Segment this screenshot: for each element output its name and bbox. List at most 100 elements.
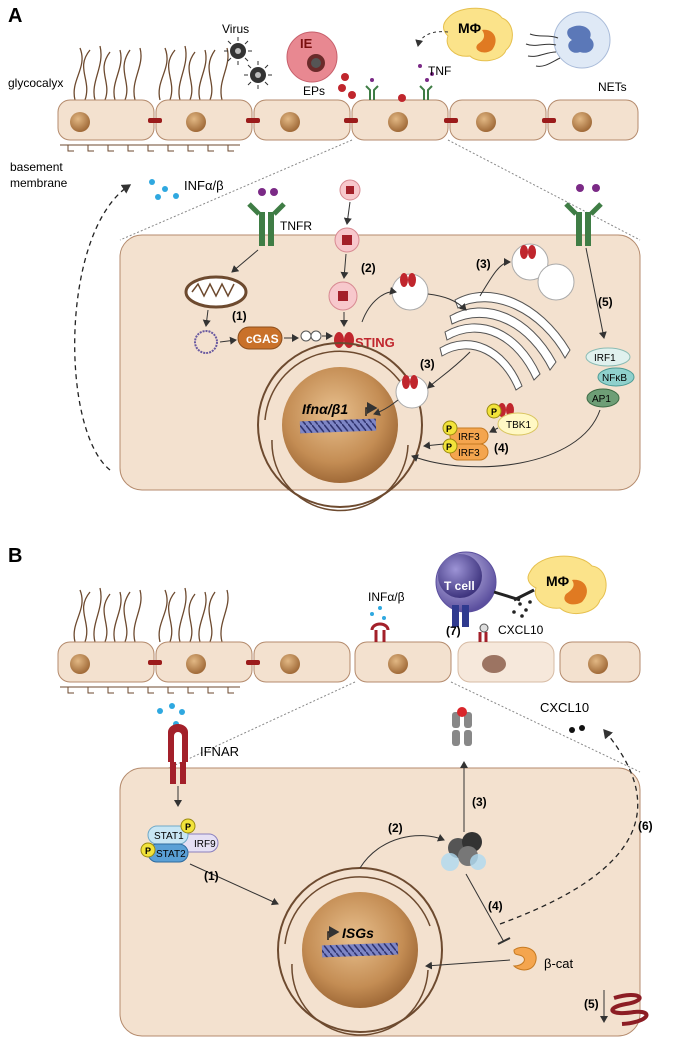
cell-a6 <box>547 99 639 141</box>
golgi-apparatus <box>439 291 571 391</box>
ie-label: IE <box>300 36 313 51</box>
basement-label-2: membrane <box>10 176 68 190</box>
step-b7: (7) <box>446 624 461 638</box>
interferon-dots-a <box>149 179 179 200</box>
tnfr-receptor <box>247 188 286 246</box>
step-b6: (6) <box>638 819 653 833</box>
nucleus-b <box>277 867 443 1036</box>
golgi-arrows <box>361 258 511 416</box>
trafficking-vesicles <box>391 243 575 417</box>
zoom-lines-a <box>119 139 641 241</box>
tcell-label: T cell <box>444 579 475 593</box>
cxcl10-label: CXCL10 <box>540 700 589 715</box>
macrophage-secretion-arrow <box>415 31 449 47</box>
tbk1-p: P <box>491 407 497 417</box>
inf-label-b-small: INFα/β <box>368 590 405 604</box>
beta-catenin <box>512 946 537 971</box>
step-b1: (1) <box>204 869 219 883</box>
glycocalyx-hairs-b <box>73 587 229 643</box>
step-a3-top: (3) <box>476 257 491 271</box>
tnfr-receptor-right <box>564 184 603 246</box>
virus-label: Virus <box>222 22 249 36</box>
extracellular-particles <box>338 73 406 102</box>
panel-a-label: A <box>8 5 22 27</box>
degraded-protein <box>610 993 649 1026</box>
step-b5: (5) <box>584 997 599 1011</box>
zoom-lines-b <box>159 681 641 773</box>
cxcl10-label-small: CXCL10 <box>498 623 544 637</box>
step-b3: (3) <box>472 795 487 809</box>
ifnar-receptor <box>157 703 188 784</box>
ifnar-surface <box>370 606 390 642</box>
cxcl10-dots <box>569 725 585 733</box>
tbk1-complex <box>486 403 539 436</box>
irf9-label: IRF9 <box>194 839 216 850</box>
mtdna <box>194 330 218 354</box>
tnf-receptors-surface <box>365 85 433 100</box>
neutrophil-nets <box>525 11 611 69</box>
cell-a3 <box>253 99 351 141</box>
macrophage-a <box>443 7 513 62</box>
nucleus-a <box>257 342 423 512</box>
cxcl10-dots-small <box>512 600 532 618</box>
irf3-label-2: IRF3 <box>458 448 480 459</box>
irf1-label: IRF1 <box>594 353 616 364</box>
virus-particles <box>224 37 272 89</box>
cgamp <box>300 330 322 342</box>
irf3-label-1: IRF3 <box>458 432 480 443</box>
infected-erythrocyte <box>286 31 338 83</box>
cxcl10-secretion-arrow <box>499 729 639 925</box>
ifnar-label: IFNAR <box>200 744 239 759</box>
stat-complex <box>140 818 219 863</box>
step-a3-bottom: (3) <box>420 357 435 371</box>
tbk1-label: TBK1 <box>506 420 531 431</box>
bcat-label: β-cat <box>544 956 574 971</box>
basement-membrane-b <box>60 686 240 694</box>
interferon-secretion-arrow <box>74 184 132 471</box>
irf3-dimer <box>442 420 489 461</box>
glycocalyx-label: glycocalyx <box>8 76 63 90</box>
gene-ifn: Ifnα/β1 <box>302 401 348 417</box>
stat2-p: P <box>145 846 151 856</box>
isgs-label: ISGs <box>342 925 374 941</box>
macrophage-b <box>527 555 607 615</box>
tnfr-label: TNFR <box>280 219 312 233</box>
cell-a5 <box>449 99 547 141</box>
step-b4: (4) <box>488 899 503 913</box>
gene-ifn-arrow <box>365 402 378 416</box>
inhibition-line <box>465 873 505 943</box>
epithelium-row-a <box>57 99 639 141</box>
stat2-label: STAT2 <box>156 849 186 860</box>
mitochondrion <box>184 275 248 309</box>
macrophage-a-label: MΦ <box>458 20 482 36</box>
stat1-p: P <box>185 822 191 832</box>
surface-molecule <box>452 707 472 746</box>
step-a5: (5) <box>598 295 613 309</box>
step-a2: (2) <box>361 261 376 275</box>
endocytosed-particle <box>328 179 361 311</box>
macrophage-b-label: MΦ <box>546 573 570 589</box>
endocytosis-arrows <box>340 201 352 327</box>
inf-label-a: INFα/β <box>184 178 224 193</box>
cgas-enzyme <box>237 326 283 350</box>
sting-label: STING <box>355 335 395 350</box>
epithelium-row-b <box>57 641 641 683</box>
nets-label: NETs <box>598 80 627 94</box>
step-b2: (2) <box>388 821 403 835</box>
t-cell <box>435 551 497 642</box>
glycocalyx-hairs-a <box>73 45 229 101</box>
tnf-molecules <box>370 64 434 82</box>
tnf-label: TNF <box>428 64 451 78</box>
ap1-label: AP1 <box>592 394 611 405</box>
step-a4: (4) <box>494 441 509 455</box>
basement-membrane-a <box>60 144 240 152</box>
basement-label-1: basement <box>10 160 63 174</box>
protein-complex <box>441 832 486 871</box>
irf3-p2: P <box>446 442 452 452</box>
isg-arrow <box>327 926 340 940</box>
panel-b-label: B <box>8 545 22 567</box>
step-a1: (1) <box>232 309 247 323</box>
cgas-label: cGAS <box>246 332 279 346</box>
irf3-p1: P <box>446 424 452 434</box>
